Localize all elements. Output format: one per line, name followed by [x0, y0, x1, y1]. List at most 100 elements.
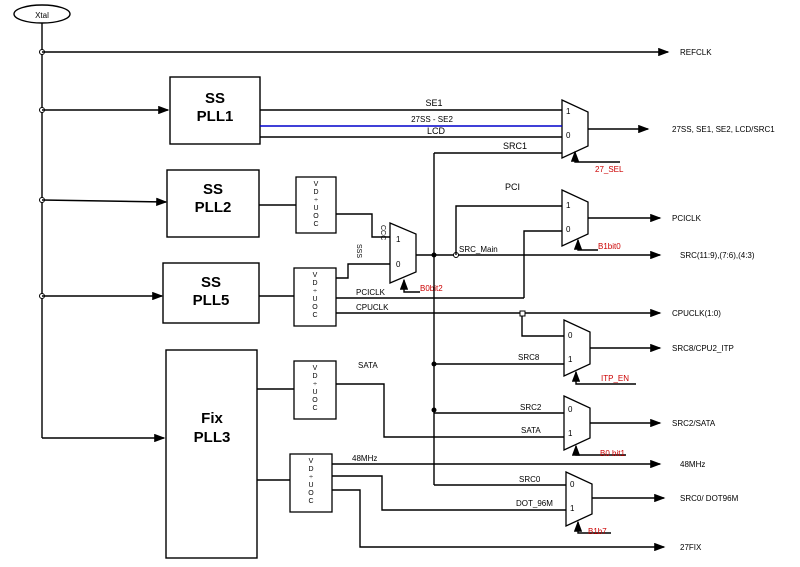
divider-char: ÷ — [314, 197, 318, 204]
ss-pll2-label: PLL2 — [195, 199, 232, 216]
src0dot-output-label: SRC0/ DOT96M — [680, 494, 739, 503]
div2-to-mux3 — [336, 213, 390, 238]
pci-wire — [455, 205, 562, 255]
divider-char: D — [308, 466, 313, 473]
svg-text:1: 1 — [568, 429, 573, 438]
b0bit2-label: B0bit2 — [420, 284, 443, 293]
divider-char: C — [312, 312, 317, 319]
sata-mux-label: SATA — [521, 426, 541, 435]
dot96-wire — [332, 475, 566, 511]
fix-pll3-label: Fix — [201, 410, 223, 427]
svg-text:1: 1 — [570, 504, 575, 513]
mhz48-output-label: 48MHz — [680, 460, 705, 469]
cpuclk-to-mux4 — [521, 316, 564, 337]
se1-label: SE1 — [425, 98, 442, 108]
itp-en-wire — [571, 370, 636, 385]
ss-pll1-label: SS — [205, 90, 225, 107]
divider-char: V — [313, 272, 318, 279]
divider-char: V — [314, 181, 319, 188]
ss-pll2-label: SS — [203, 181, 223, 198]
divider-char: C — [313, 221, 318, 228]
src2-label: SRC2 — [520, 403, 542, 412]
sel27-wire — [570, 150, 620, 163]
divider-char: D — [312, 373, 317, 380]
fix27-wire — [332, 489, 666, 552]
ss-pll1-box — [169, 76, 261, 145]
lcd-label: LCD — [427, 126, 446, 136]
ss-pll5-box — [162, 262, 260, 324]
pciclk-output-label: PCICLK — [672, 214, 702, 223]
src8-output-label: SRC8/CPU2_ITP — [672, 344, 734, 353]
src1-label: SRC1 — [503, 141, 527, 151]
fix27-output-label: 27FIX — [680, 543, 702, 552]
pciclk-to-mux2 — [523, 230, 562, 298]
divider-char: ÷ — [313, 288, 317, 295]
svg-text:0: 0 — [570, 480, 575, 489]
cpuclk-in-label: CPUCLK — [356, 303, 389, 312]
b0bit1-label: B0 bit1 — [600, 449, 625, 458]
sata-wire — [336, 383, 564, 438]
dot96-label: DOT_96M — [516, 499, 553, 508]
cpuclk-tap — [519, 310, 526, 317]
mux1-output-label: 27SS, SE1, SE2, LCD/SRC1 — [672, 125, 775, 134]
src8-label: SRC8 — [518, 353, 540, 362]
divider-char: ÷ — [313, 381, 317, 388]
xtal-label: Xtal — [35, 11, 49, 20]
muxes — [389, 98, 593, 528]
ss-pll5-label: PLL5 — [193, 292, 230, 309]
ss-pll1-label: PLL1 — [197, 108, 234, 125]
svg-text:0: 0 — [568, 405, 573, 414]
svg-text:1: 1 — [568, 355, 573, 364]
sata-in-label: SATA — [358, 361, 378, 370]
divider-char: O — [313, 213, 319, 220]
mux-input-numbers: 1 0 1 0 1 0 0 1 0 1 0 1 — [396, 107, 575, 513]
svg-text:1: 1 — [566, 107, 571, 116]
fix-pll3-label: PLL3 — [194, 429, 231, 446]
ss-pll2-box — [166, 169, 260, 238]
divider-char: D — [312, 280, 317, 287]
ss27-label: 27SS - SE2 — [411, 115, 453, 124]
divider-boxes — [289, 176, 337, 513]
sel27-label: 27_SEL — [595, 165, 624, 174]
divider-char: V — [309, 458, 314, 465]
src-output-label: SRC(11:9),(7:6),(4:3) — [680, 251, 755, 260]
svg-text:1: 1 — [396, 235, 401, 244]
svg-text:0: 0 — [396, 260, 401, 269]
div5-to-mux3 — [336, 263, 390, 279]
divider-char: O — [312, 397, 318, 404]
pci-label: PCI — [505, 182, 520, 192]
b0bit1-wire — [571, 444, 626, 456]
svg-text:0: 0 — [566, 225, 571, 234]
divider-char: C — [308, 498, 313, 505]
mhz48-in-label: 48MHz — [352, 454, 377, 463]
itp-en-label: ITP_EN — [601, 374, 629, 383]
divider-char: C — [312, 405, 317, 412]
divider-char: U — [313, 205, 318, 212]
fix-pll3-box — [165, 349, 258, 559]
svg-text:1: 1 — [566, 201, 571, 210]
sss-label: SSS — [355, 244, 362, 258]
cpuclk-output-label: CPUCLK(1:0) — [672, 309, 721, 318]
src2sata-output-label: SRC2/SATA — [672, 419, 716, 428]
b1bit0-label: B1bit0 — [598, 242, 621, 251]
divider-char: U — [312, 296, 317, 303]
divider-char: O — [308, 490, 314, 497]
src0-label: SRC0 — [519, 475, 541, 484]
b1b7-label: B1b7 — [588, 527, 607, 536]
divider-char: U — [312, 389, 317, 396]
refclk-output-label: REFCLK — [680, 48, 712, 57]
divider-char: O — [312, 304, 318, 311]
pciclk-in-label: PCICLK — [356, 288, 386, 297]
ss-pll5-label: SS — [201, 274, 221, 291]
svg-text:0: 0 — [566, 131, 571, 140]
svg-text:0: 0 — [568, 331, 573, 340]
xtal-to-pll2 — [41, 197, 168, 207]
src-main-label: SRC_Main — [459, 245, 498, 254]
ccc-label: CCC — [379, 225, 386, 240]
divider-char: ÷ — [309, 474, 313, 481]
divider-char: D — [313, 189, 318, 196]
b1bit0-wire — [573, 238, 598, 251]
b1b7-wire — [573, 520, 611, 534]
